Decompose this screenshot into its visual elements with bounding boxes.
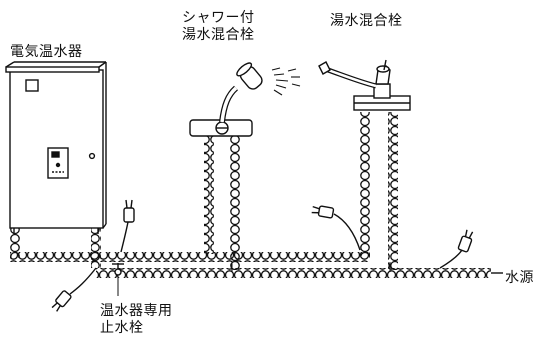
- water-heater-unit: [5, 61, 107, 234]
- mixer-faucet-label: 湯水混合栓: [330, 13, 403, 29]
- shower-mixer-label-line2: 湯水混合栓: [182, 27, 255, 43]
- power-plug-1: [120, 199, 135, 253]
- power-plug-2: [51, 267, 97, 312]
- mixer-faucet: [318, 59, 411, 111]
- shower-mixer-label: シャワー付 湯水混合栓: [182, 10, 255, 44]
- stop-valve-label-line2: 止水栓: [100, 320, 144, 336]
- shower-mixer-faucet: [189, 62, 301, 137]
- water-source-label: 水源: [505, 270, 534, 286]
- power-plug-4: [439, 229, 474, 269]
- stop-valve-label: 温水器専用 止水栓: [100, 303, 173, 337]
- water-heater-label: 電気温水器: [10, 44, 83, 60]
- shower-mixer-label-line1: シャワー付: [182, 10, 255, 26]
- power-plug-3: [311, 205, 361, 251]
- stop-valve-label-line1: 温水器専用: [100, 303, 173, 319]
- stop-valve: [112, 263, 124, 296]
